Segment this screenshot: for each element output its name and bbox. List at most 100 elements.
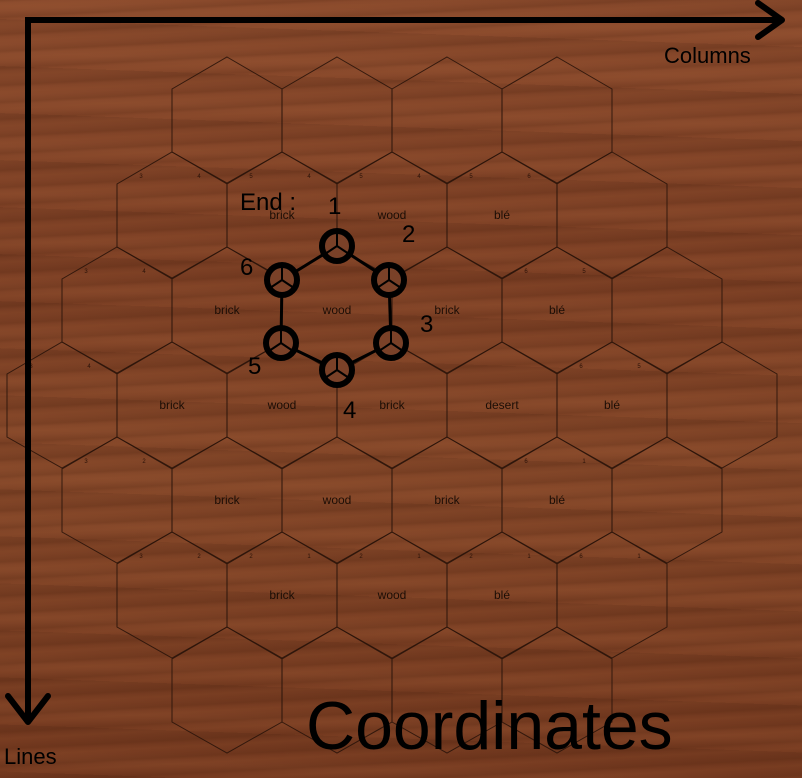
hex-edge-number: 5: [359, 174, 363, 180]
node-spoke: [388, 279, 402, 289]
hex-edge-number: 1: [307, 554, 311, 560]
hex-edge-number: 2: [249, 554, 253, 560]
node-ring: [371, 262, 407, 298]
hex-resource-label: brick: [269, 588, 295, 602]
hex-tile: [666, 341, 778, 469]
hex-edge-number: 5: [582, 269, 586, 275]
hex-edge-number: 2: [142, 459, 146, 465]
hex-outline: [61, 436, 173, 564]
hex-edge-number: 3: [139, 174, 143, 180]
hex-outline: [556, 531, 668, 659]
hex-edge-number: 6: [524, 269, 528, 275]
hex-tile: [501, 56, 613, 184]
hex-edge-number: 2: [197, 554, 201, 560]
hex-tile: brick: [391, 436, 503, 564]
node-ring: [264, 262, 300, 298]
hex-outline: [556, 151, 668, 279]
hex-outline: [501, 626, 613, 754]
hex-tile: [556, 151, 668, 279]
hex-edge-number: 3: [84, 269, 88, 275]
board-title: Coordinates: [306, 688, 673, 764]
lines-axis-label: Lines: [4, 744, 57, 769]
hex-resource-label: blé: [604, 398, 620, 412]
hex-resource-label: desert: [485, 398, 519, 412]
columns-axis-arrowhead: [755, 0, 785, 40]
path-node: 3: [373, 311, 433, 361]
path-node: 1 End :: [240, 189, 355, 264]
path-node: 2: [371, 221, 415, 298]
hex-resource-label: blé: [494, 208, 510, 222]
hex-tile: blé 5 6: [446, 151, 558, 279]
hex-edge-number: 4: [142, 269, 146, 275]
node-spoke: [376, 279, 390, 289]
hex-outline: [116, 151, 228, 279]
hex-edge-number: 1: [582, 459, 586, 465]
hex-edge-number: 1: [417, 554, 421, 560]
hex-resource-label: wood: [322, 493, 352, 507]
hex-resource-label: brick: [269, 208, 295, 222]
path-node-label: 1: [328, 193, 341, 220]
hex-resource-label: brick: [434, 493, 460, 507]
hex-tile: [501, 626, 613, 754]
hex-edge-number: 3: [139, 554, 143, 560]
hex-outline: [6, 341, 118, 469]
hex-edge-number: 4: [197, 174, 201, 180]
hex-tile: desert: [446, 341, 558, 469]
hex-outline: [281, 56, 393, 184]
hex-outline: [501, 56, 613, 184]
hex-edge-number: 2: [469, 554, 473, 560]
hex-resource-label: wood: [322, 303, 352, 317]
hex-tile: [171, 56, 283, 184]
node-ring: [263, 325, 299, 361]
path-node-label: 4: [343, 397, 356, 424]
hex-tile: [391, 56, 503, 184]
hex-tile: brick: [171, 436, 283, 564]
hex-tile: brick: [171, 246, 283, 374]
hex-resource-label: wood: [267, 398, 297, 412]
hex-tile: brick: [116, 341, 228, 469]
node-spoke: [268, 342, 282, 352]
hex-edge-number: 1: [527, 554, 531, 560]
hex-edge-number: 5: [469, 174, 473, 180]
hex-outline: [171, 56, 283, 184]
node-spoke: [324, 369, 338, 379]
node-spoke: [336, 369, 350, 379]
hex-resource-label: brick: [379, 398, 405, 412]
path-nodes: 1 End : 2 3 4 5 6: [240, 189, 433, 424]
hex-tile: blé 6 5: [501, 246, 613, 374]
hex-tile: [611, 436, 723, 564]
node-spoke: [336, 245, 350, 255]
node-spoke: [281, 279, 295, 289]
hex-outline: [171, 626, 283, 754]
hex-resource-label: blé: [549, 493, 565, 507]
hex-resource-label: brick: [159, 398, 185, 412]
axes: Columns Lines: [4, 0, 785, 769]
hex-edge-number: 3: [29, 364, 33, 370]
hex-tile: [611, 246, 723, 374]
path-node-label: 6: [240, 254, 253, 281]
hex-outline: [611, 436, 723, 564]
hex-resource-label: blé: [549, 303, 565, 317]
node-ring: [319, 228, 355, 264]
hex-edge-number: 3: [84, 459, 88, 465]
path-node: 4: [319, 352, 356, 424]
hex-resource-label: brick: [214, 303, 240, 317]
hex-resource-label: wood: [377, 208, 407, 222]
node-spoke: [269, 279, 283, 289]
hex-resource-label: wood: [377, 588, 407, 602]
hex-outline: [391, 56, 503, 184]
end-marker-label: End :: [240, 189, 296, 216]
hex-edge-number: 6: [527, 174, 531, 180]
path-node: 5: [248, 325, 299, 380]
